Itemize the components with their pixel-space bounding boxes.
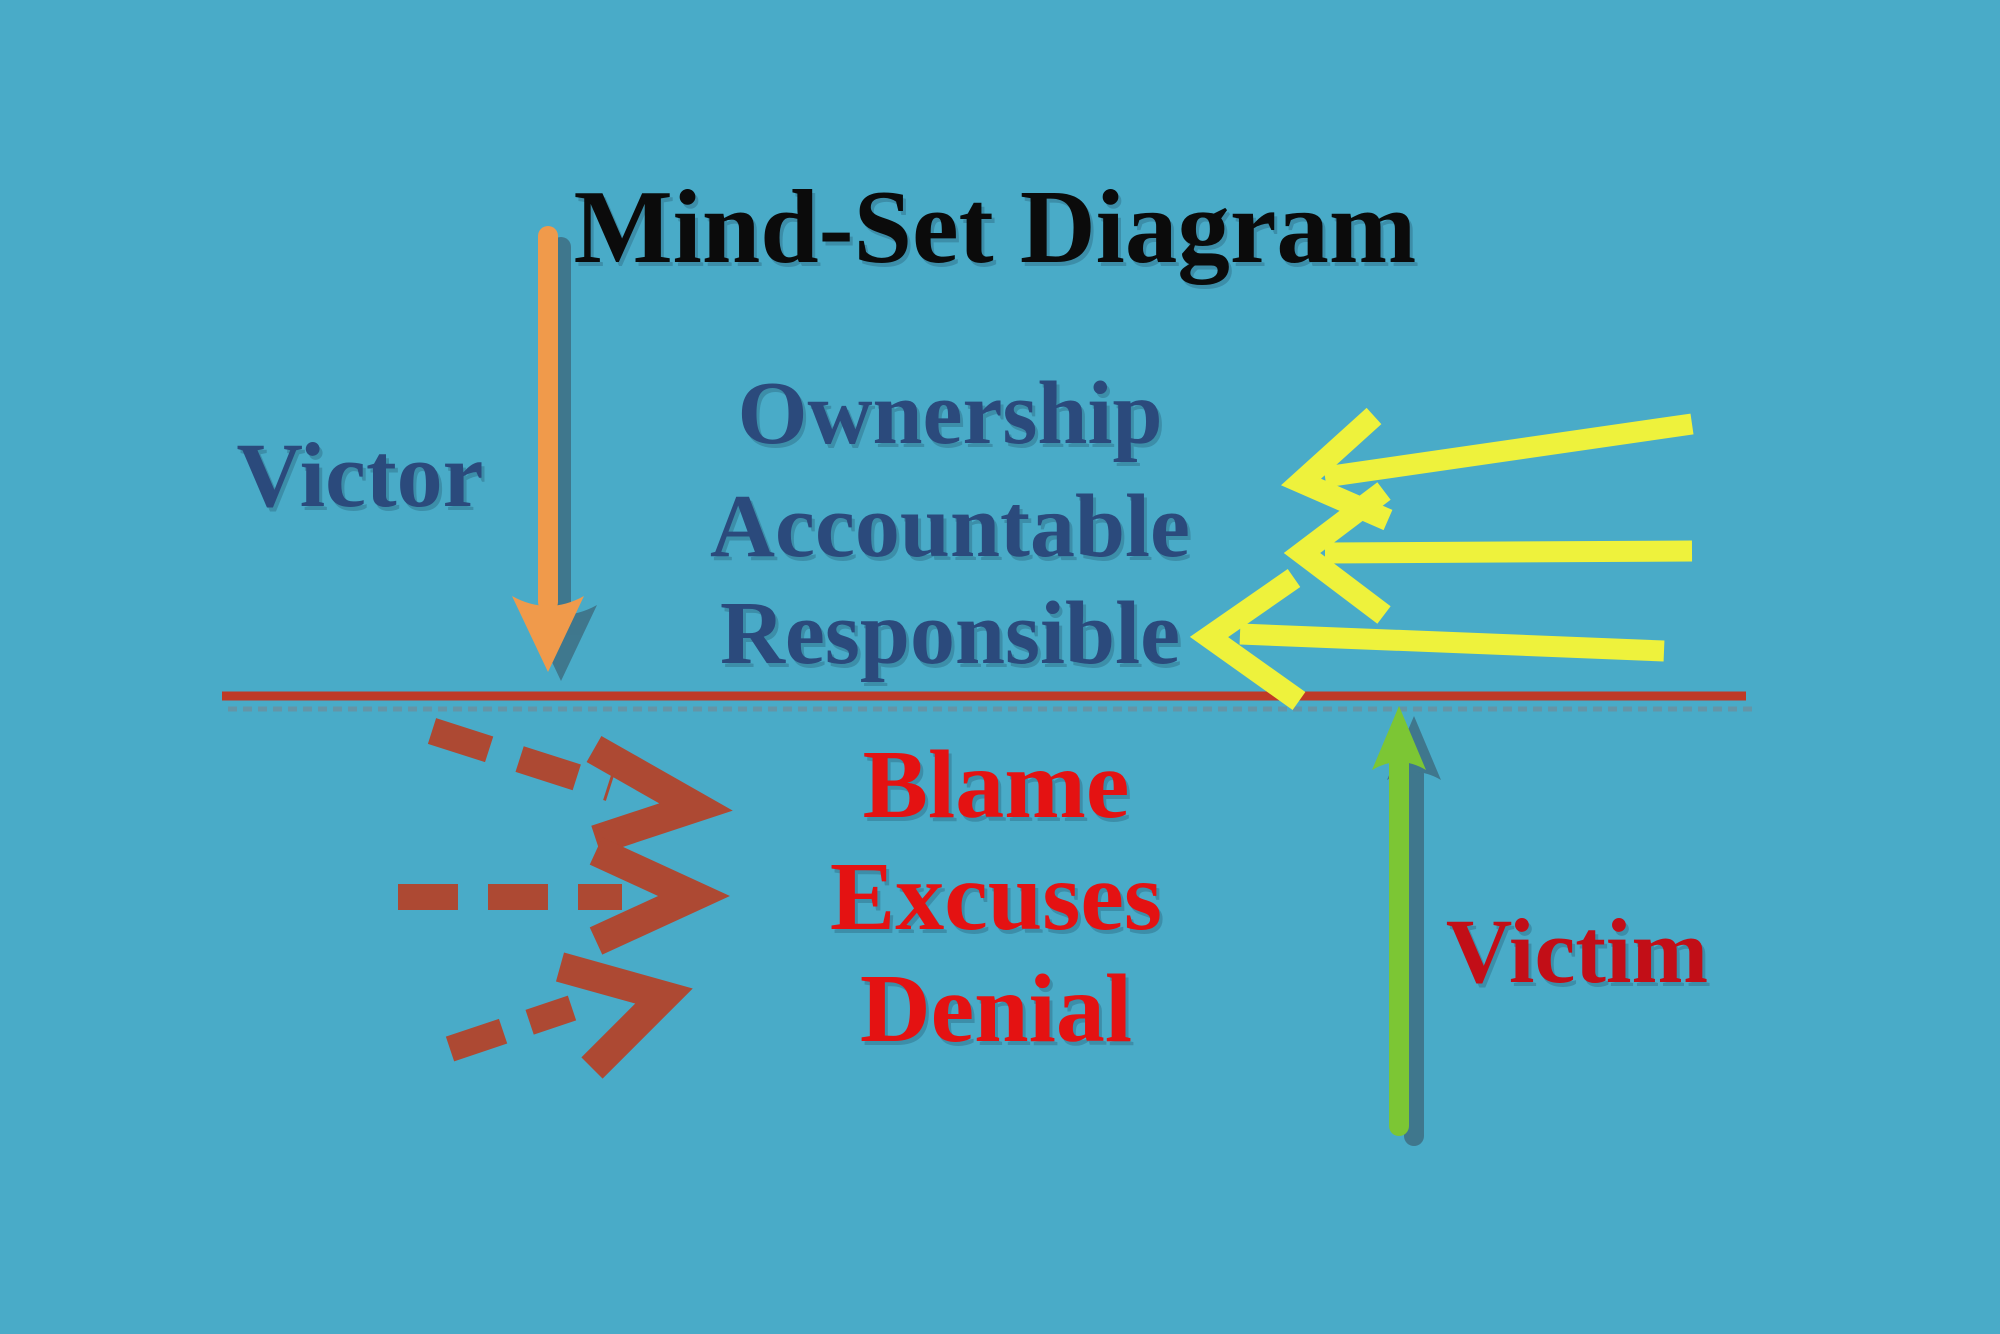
page-title: Mind-Set Diagram (574, 168, 1417, 285)
incoming-arrow-top-shaft (1323, 413, 1694, 488)
positive-trait-accountable: Accountable (710, 477, 1190, 576)
incoming-arrow-middle (1283, 482, 1693, 624)
incoming-arrow-middle-shaft (1324, 540, 1693, 564)
positive-trait-responsible: Responsible (720, 584, 1180, 683)
victim-up-arrow (1372, 706, 1426, 1136)
positive-trait-ownership: Ownership (737, 364, 1162, 463)
victor-label: Victor (237, 424, 484, 526)
victor-down-arrow (512, 226, 584, 672)
incoming-arrow-bottom-shaft (1239, 623, 1665, 662)
dashed-arrow-bottom-shaft (445, 995, 577, 1062)
dashed-arrow-top-head (586, 735, 733, 855)
dashed-arrow-bottom-head (555, 952, 693, 1079)
incoming-arrow-bottom (1189, 568, 1665, 710)
victim-up-arrow-head (1372, 706, 1426, 770)
dashed-arrow-middle (398, 837, 730, 955)
dashed-arrow-middle-head (589, 837, 730, 955)
negative-trait-denial: Denial (860, 955, 1132, 1063)
dashed-arrow-bottom (445, 952, 693, 1079)
victim-label: Victim (1446, 900, 1708, 1002)
victor-down-arrow-head (512, 596, 584, 672)
dashed-arrow-top (427, 718, 733, 855)
negative-trait-excuses: Excuses (830, 843, 1162, 951)
incoming-arrow-bottom-head (1189, 568, 1306, 710)
negative-trait-blame: Blame (863, 731, 1130, 839)
incoming-arrow-middle-head (1283, 482, 1391, 624)
dashed-arrow-top-shaft (427, 718, 615, 801)
